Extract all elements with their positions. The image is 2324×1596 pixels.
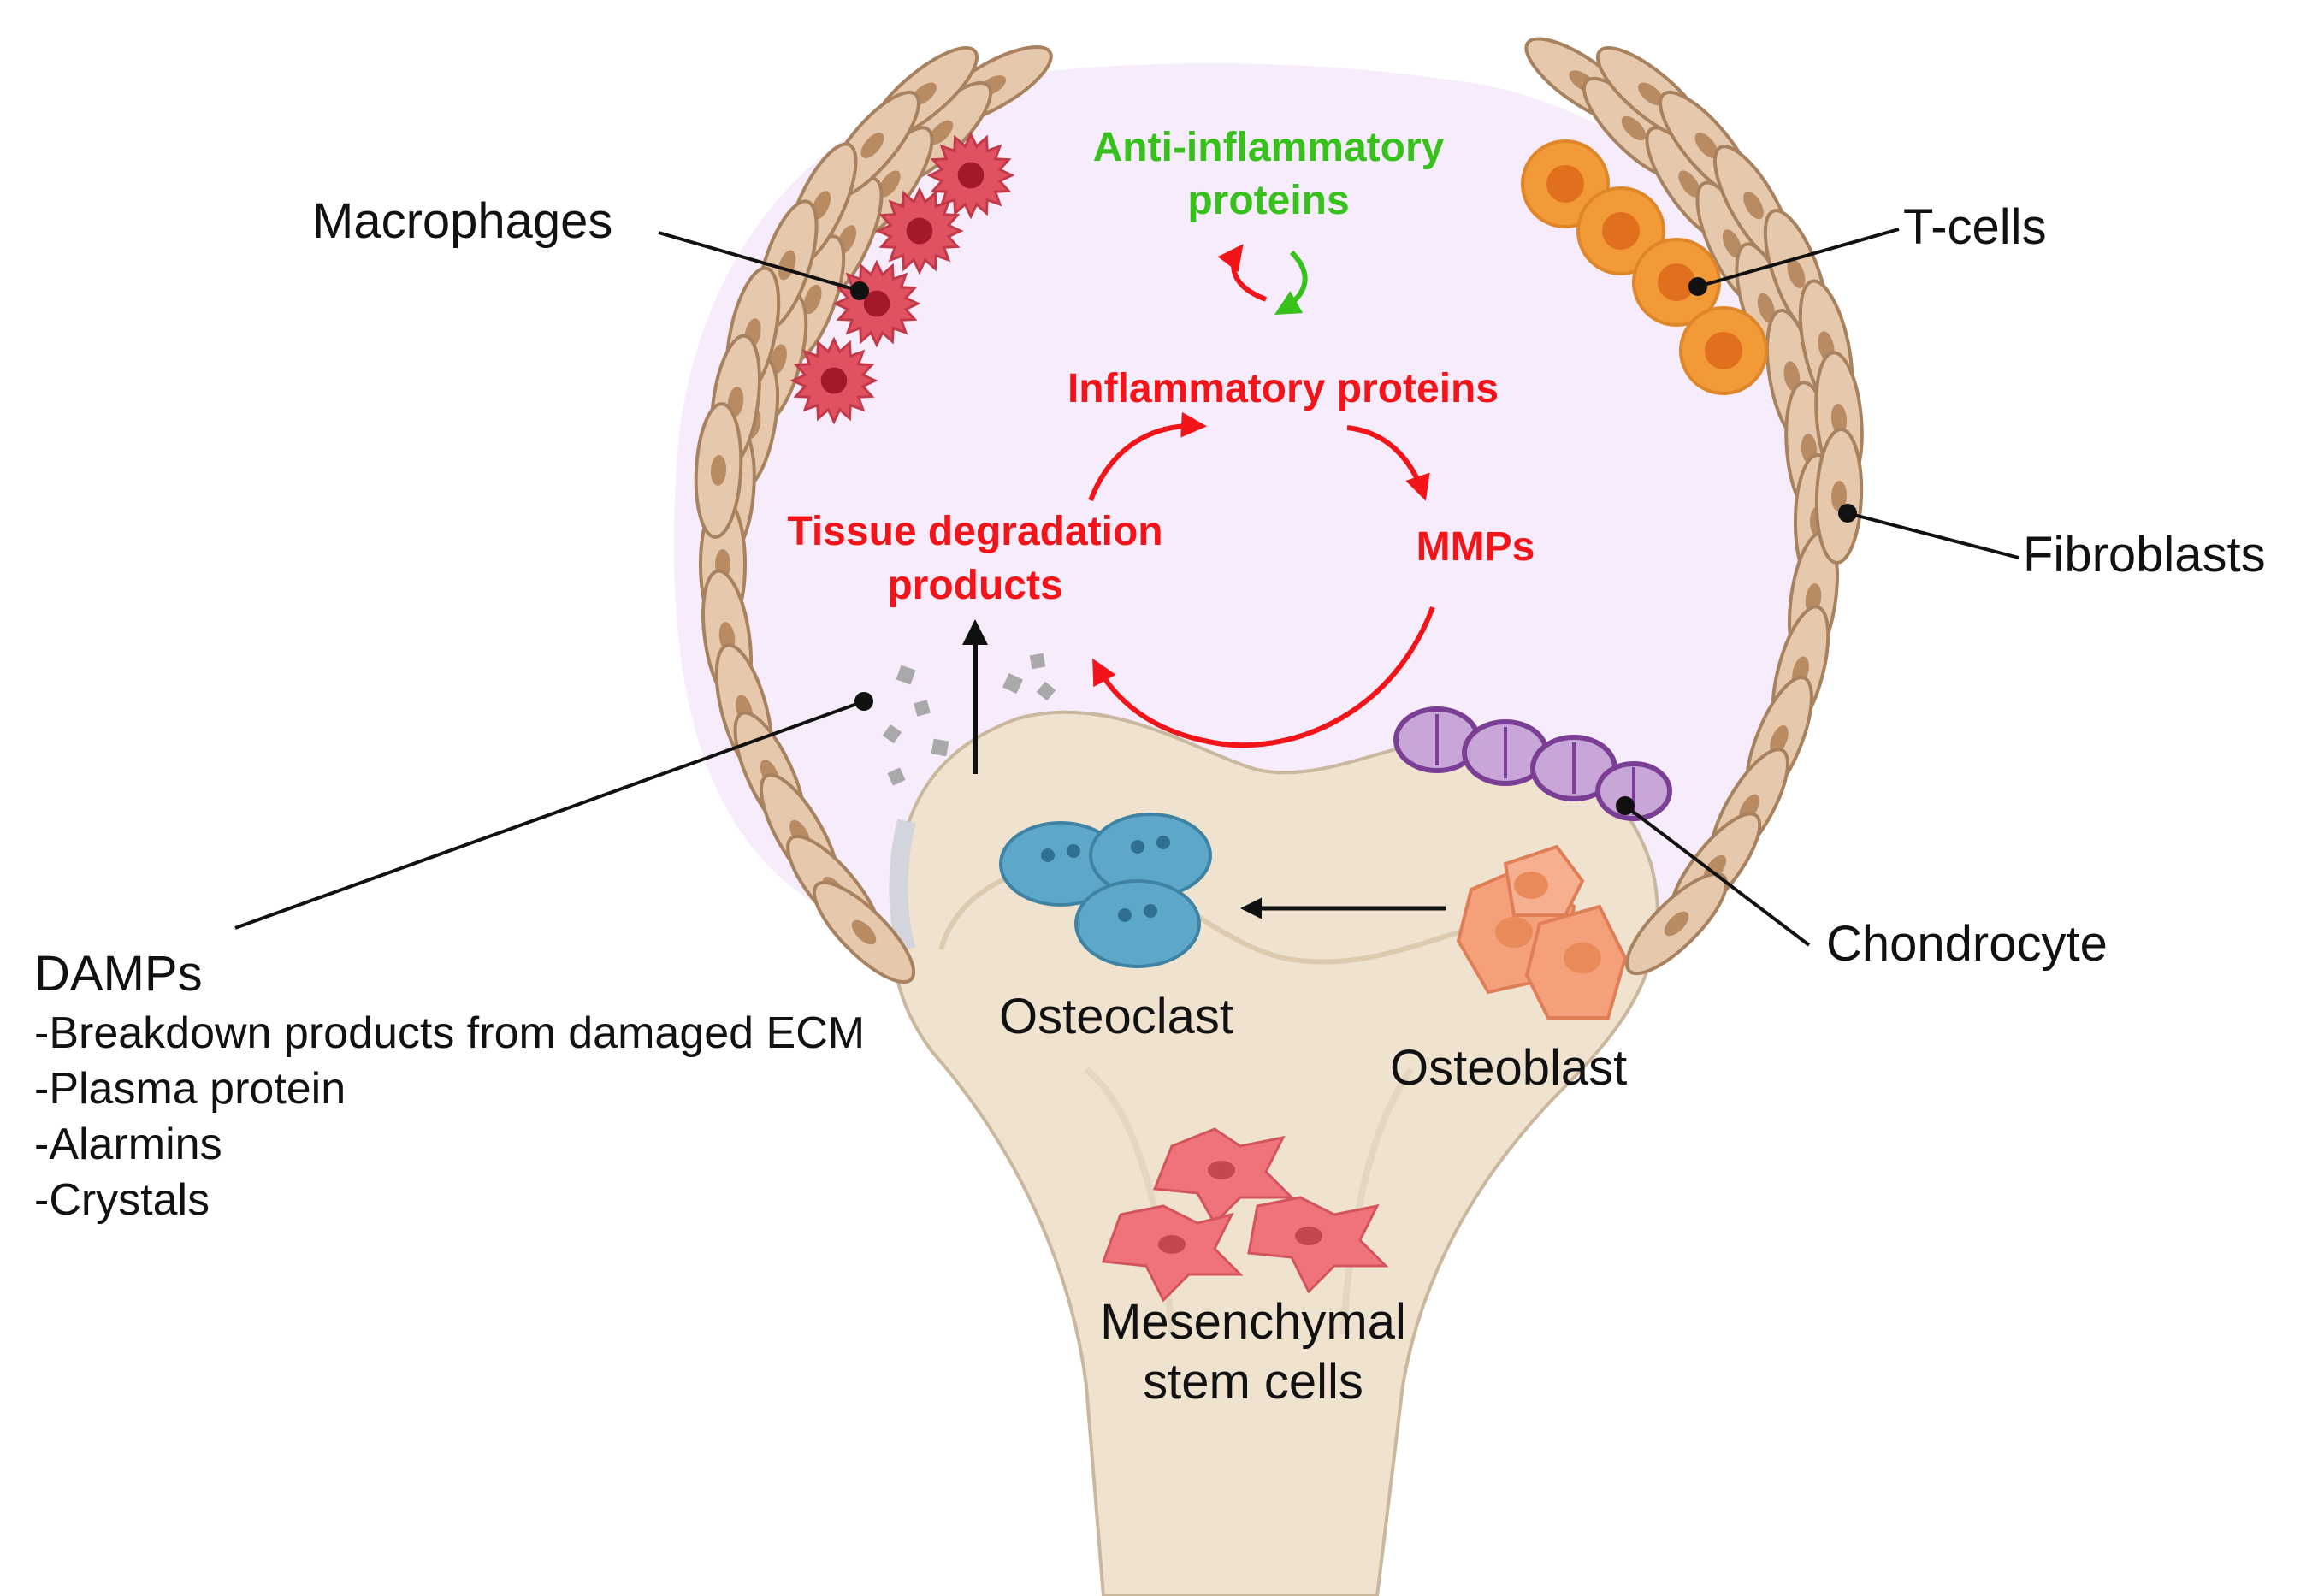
fibroblast-nucleus bbox=[1743, 191, 1764, 220]
tcell-cluster bbox=[1521, 139, 1768, 395]
damps-title: DAMPs bbox=[34, 946, 203, 1002]
synovial-capsule bbox=[673, 62, 1834, 933]
tissue-degradation-label-line2: products bbox=[887, 563, 1062, 608]
tissue-degradation-label-line1: Tissue degradation bbox=[787, 509, 1162, 554]
fibroblast-nucleus bbox=[860, 133, 884, 158]
fibroblast-nucleus bbox=[1787, 258, 1806, 289]
arrow-tissue-to-inflammatory bbox=[1088, 411, 1207, 502]
debris-particles bbox=[882, 653, 1056, 786]
macrophages-label: Macrophages bbox=[312, 193, 612, 249]
fibroblast-nucleus bbox=[1678, 170, 1700, 198]
osteoclast-cluster bbox=[999, 813, 1212, 968]
fibroblast-nucleus bbox=[878, 170, 901, 198]
fibroblast-nucleus bbox=[851, 919, 877, 945]
inflammatory-proteins-label: Inflammatory proteins bbox=[1067, 366, 1499, 411]
arrow-mmps-to-tissue bbox=[1092, 606, 1435, 748]
damps-item: -Plasma protein bbox=[34, 1064, 346, 1114]
fibroblast-nucleus bbox=[1664, 911, 1689, 937]
anti-inflammatory-label-line2: proteins bbox=[1187, 178, 1349, 223]
macrophage-nucleus bbox=[906, 217, 933, 245]
osteoblast-label: Osteoblast bbox=[1390, 1040, 1627, 1096]
mmps-label: MMPs bbox=[1416, 524, 1535, 570]
fibroblast-chain-right bbox=[1524, 37, 1864, 976]
fibroblast-nucleus bbox=[928, 120, 954, 145]
fibroblast-nucleus bbox=[1722, 229, 1742, 258]
chondrocyte-label: Chondrocyte bbox=[1826, 916, 2108, 972]
fibroblast-nucleus bbox=[1783, 361, 1801, 392]
fibroblast-nucleus bbox=[1757, 293, 1776, 323]
osteoclast-label: Osteoclast bbox=[999, 989, 1233, 1044]
macrophage-cluster bbox=[789, 131, 1015, 425]
damps-item: -Breakdown products from damaged ECM bbox=[34, 1008, 865, 1058]
fibroblast-nucleus bbox=[1830, 481, 1848, 511]
msc-cluster bbox=[1101, 1127, 1389, 1303]
fibroblast-nucleus bbox=[1830, 404, 1848, 434]
fibroblast-nucleus bbox=[1638, 82, 1664, 106]
fibroblast-nucleus bbox=[1621, 115, 1647, 141]
fibroblast-nucleus bbox=[803, 284, 822, 315]
anti-inflammatory-label-line1: Anti-inflammatory bbox=[1093, 125, 1445, 170]
fibroblast-nucleus bbox=[1770, 724, 1789, 755]
chondrocyte-cluster bbox=[1393, 706, 1672, 821]
macrophage-nucleus bbox=[863, 290, 890, 317]
arrow-inflammatory-to-anti bbox=[1217, 244, 1268, 302]
macrophage-nucleus bbox=[957, 162, 985, 189]
fibroblast-nucleus bbox=[1694, 133, 1718, 158]
fibroblasts-label: Fibroblasts bbox=[2023, 527, 2266, 582]
arrow-anti-to-inflammatory bbox=[1274, 250, 1308, 315]
arrow-inflammatory-to-mmps bbox=[1346, 425, 1430, 501]
msc-label-line1: Mesenchymal bbox=[1100, 1294, 1406, 1350]
macrophage-nucleus bbox=[820, 367, 848, 394]
tcells-label: T-cells bbox=[1903, 199, 2047, 255]
leader-lines bbox=[234, 228, 2019, 947]
msc-label-line2: stem cells bbox=[1143, 1354, 1363, 1410]
damps-item: -Crystals bbox=[34, 1175, 210, 1225]
fibroblast-nucleus bbox=[710, 455, 727, 486]
damps-item: -Alarmins bbox=[34, 1120, 222, 1169]
osteoblast-cluster bbox=[1456, 844, 1628, 1020]
